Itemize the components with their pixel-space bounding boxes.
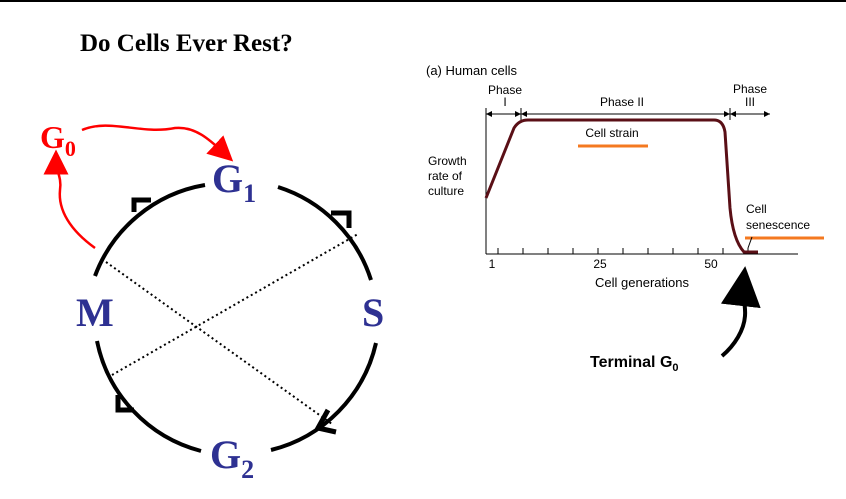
arrow-m-to-g0 xyxy=(43,149,96,250)
top-rule xyxy=(0,0,846,2)
cycle-arc-s-g2 xyxy=(270,342,378,452)
dotted-line-g2-to-g1 xyxy=(111,233,359,376)
terminal-g0-arrow xyxy=(720,266,761,358)
arrow-g0-to-g1 xyxy=(81,124,234,162)
xtick-25: 25 xyxy=(593,257,607,271)
label-g0: G0 xyxy=(40,119,76,161)
x-ticks xyxy=(497,248,749,254)
growth-curve xyxy=(484,118,758,254)
label-m: M xyxy=(76,290,114,335)
cycle-tick-top-right xyxy=(331,210,352,228)
cycle-tick-top-left xyxy=(131,197,151,212)
senescence-label-line2: senescence xyxy=(746,218,810,232)
senescence-label-line1: Cell xyxy=(746,202,767,216)
slide-title: Do Cells Ever Rest? xyxy=(80,30,293,57)
phase3-label-line1: Phase xyxy=(733,82,767,96)
dotted-line-m-to-s-phase xyxy=(105,261,333,425)
cycle-arc-g1-s xyxy=(277,185,373,281)
label-g2: G2 xyxy=(210,432,254,484)
cycle-arc-m-g1 xyxy=(93,183,206,277)
senescence-pointer xyxy=(747,236,753,249)
cell-cycle-diagram: G1 S G2 M G0 xyxy=(40,119,384,484)
x-axis-label: Cell generations xyxy=(595,275,689,290)
phase3-label-line2: III xyxy=(745,95,755,109)
label-g1: G1 xyxy=(212,156,256,208)
phase1-label-line2: I xyxy=(503,95,506,109)
cycle-tick-bottom-right xyxy=(314,408,337,435)
growth-curve-chart: (a) Human cells Phase I Phase II Phase I… xyxy=(426,63,824,374)
ylabel-line3: culture xyxy=(428,184,464,198)
cycle-arc-g2-m xyxy=(95,340,202,453)
xtick-50: 50 xyxy=(704,257,718,271)
ylabel-line2: rate of xyxy=(428,169,463,183)
label-s: S xyxy=(362,290,384,335)
panel-label: (a) Human cells xyxy=(426,63,518,78)
cell-strain-label: Cell strain xyxy=(585,126,638,140)
terminal-g0-label: Terminal G0 xyxy=(590,354,679,374)
phase1-label-line1: Phase xyxy=(488,83,522,97)
phase2-label: Phase II xyxy=(600,95,644,109)
ylabel-line1: Growth xyxy=(428,154,467,168)
xtick-1: 1 xyxy=(489,257,496,271)
cycle-tick-bottom-left xyxy=(115,395,134,413)
